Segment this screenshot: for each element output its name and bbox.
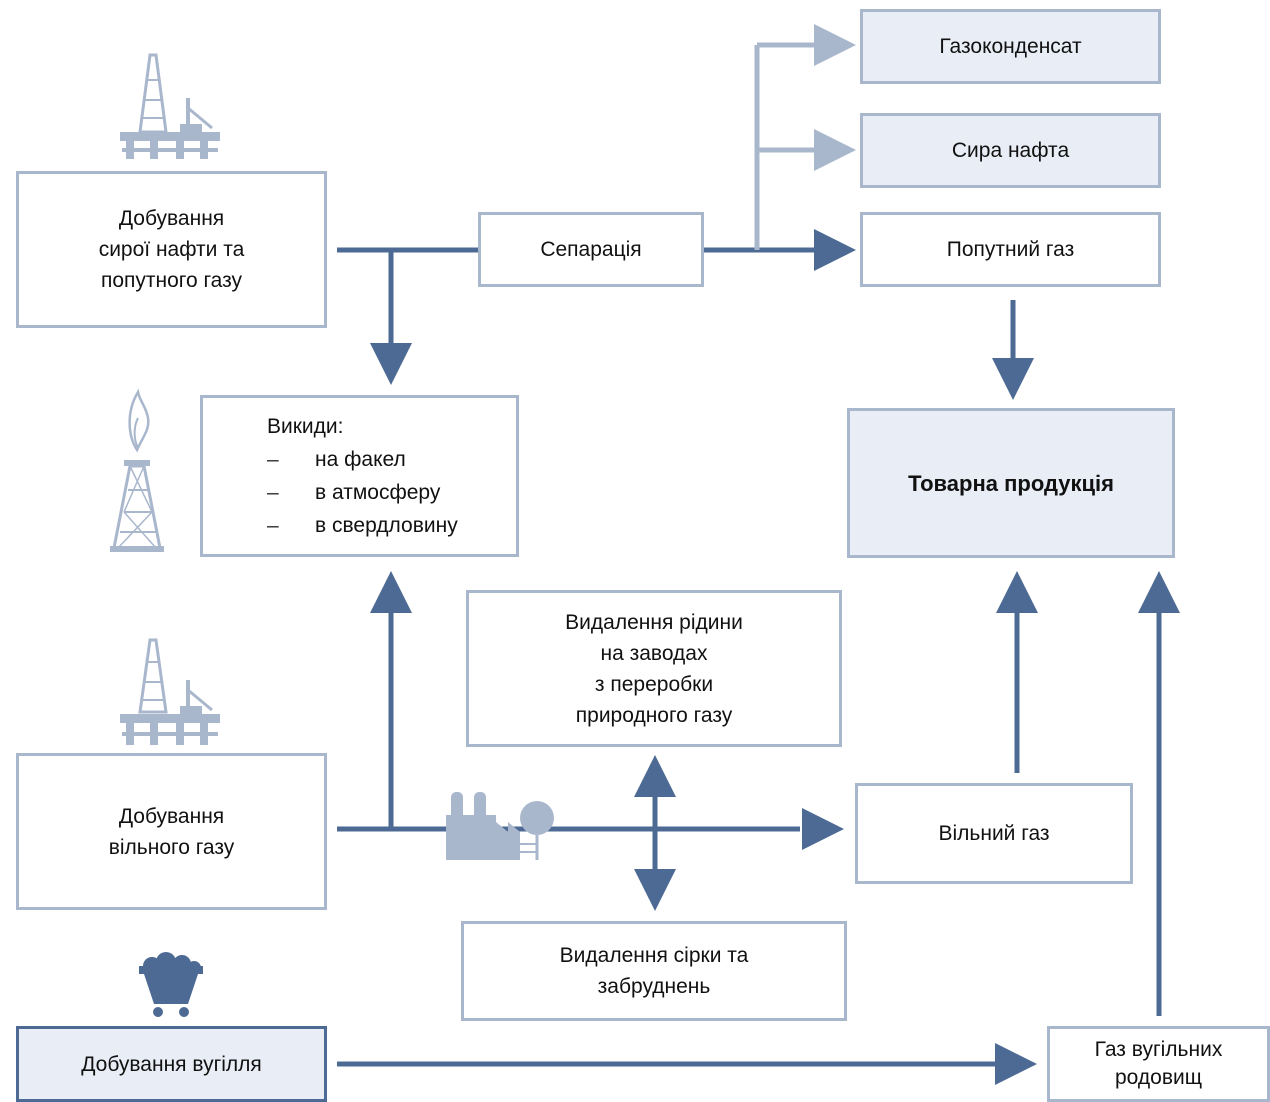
oil-extraction-line-3: попутного газу xyxy=(100,269,243,292)
oil-rig-icon xyxy=(120,53,220,159)
free-gas-extraction-line-2: вільного газу xyxy=(108,835,235,859)
free-gas-extraction-line-1: Добування xyxy=(118,804,225,828)
coalbed-gas-box: Газ вугільних родовищ xyxy=(1047,1026,1270,1102)
coal-mining-label: Добування вугілля xyxy=(81,1052,262,1076)
liquids-removal-line-1: Видалення рідини xyxy=(565,610,743,634)
liquids-removal-box: Видалення рідини на заводах з переробки … xyxy=(466,590,842,747)
sulfur-removal-line-2: забруднень xyxy=(597,975,711,998)
liquids-removal-line-4: природного газу xyxy=(575,703,733,727)
associated-gas-box: Попутний газ xyxy=(860,212,1161,287)
free-gas-extraction-box: Добування вільного газу xyxy=(16,753,327,910)
gas-condensate-label: Газоконденсат xyxy=(939,35,1082,58)
free-gas-box: Вільний газ xyxy=(855,783,1133,884)
oil-extraction-line-2: сирої нафти та xyxy=(98,238,245,261)
arrowhead-to-products-middle xyxy=(996,571,1038,613)
arrowhead-up-to-emissions xyxy=(370,571,412,613)
sulfur-removal-box: Видалення сірки та забруднень xyxy=(461,921,847,1021)
emissions-box: Викиди: на факел в атмосферу в свердлови… xyxy=(200,395,519,557)
associated-gas-label: Попутний газ xyxy=(946,238,1075,261)
oil-extraction-line-1: Добування xyxy=(118,207,225,230)
oil-extraction-box: Добування сирої нафти та попутного газу xyxy=(16,171,327,328)
arrowhead-to-associated-gas xyxy=(814,229,856,271)
commercial-products-label: Товарна продукція xyxy=(908,470,1114,496)
oil-rig-icon xyxy=(120,638,220,745)
emissions-item-well: в свердловину xyxy=(267,509,458,542)
arrowhead-to-crude-oil xyxy=(814,129,856,171)
crude-oil-box: Сира нафта xyxy=(860,113,1161,188)
gas-flare-icon xyxy=(110,388,164,552)
free-gas-label: Вільний газ xyxy=(938,822,1050,845)
coal-cart-icon xyxy=(139,952,203,1017)
emissions-item-atmosphere: в атмосферу xyxy=(267,476,440,509)
gas-condensate-box: Газоконденсат xyxy=(860,9,1161,84)
separation-box: Сепарація xyxy=(478,212,704,287)
arrowhead-to-coalbed-gas xyxy=(995,1043,1037,1085)
coalbed-gas-line-1: Газ вугільних xyxy=(1094,1038,1223,1061)
emissions-title: Викиди: xyxy=(267,415,344,438)
arrowhead-to-products-right xyxy=(1138,571,1180,613)
liquids-removal-line-3: з переробки xyxy=(594,672,714,696)
coalbed-gas-line-2: родовищ xyxy=(1115,1066,1202,1089)
separation-label: Сепарація xyxy=(540,238,642,261)
emissions-item-flare: на факел xyxy=(267,443,406,476)
arrowhead-to-gas-condensate xyxy=(814,24,856,66)
commercial-products-box: Товарна продукція xyxy=(847,408,1175,558)
coal-mining-box: Добування вугілля xyxy=(16,1026,327,1102)
crude-oil-label: Сира нафта xyxy=(951,139,1070,162)
gas-plant-icon xyxy=(446,792,554,860)
arrowhead-to-sulfur-removal xyxy=(634,869,676,911)
arrowhead-to-free-gas xyxy=(802,808,844,850)
arrowhead-to-liquids-removal xyxy=(634,755,676,797)
liquids-removal-line-2: на заводах xyxy=(600,641,708,665)
arrowhead-to-emissions xyxy=(370,343,412,385)
arrowhead-to-products-top xyxy=(992,358,1034,400)
sulfur-removal-line-1: Видалення сірки та xyxy=(559,944,749,967)
